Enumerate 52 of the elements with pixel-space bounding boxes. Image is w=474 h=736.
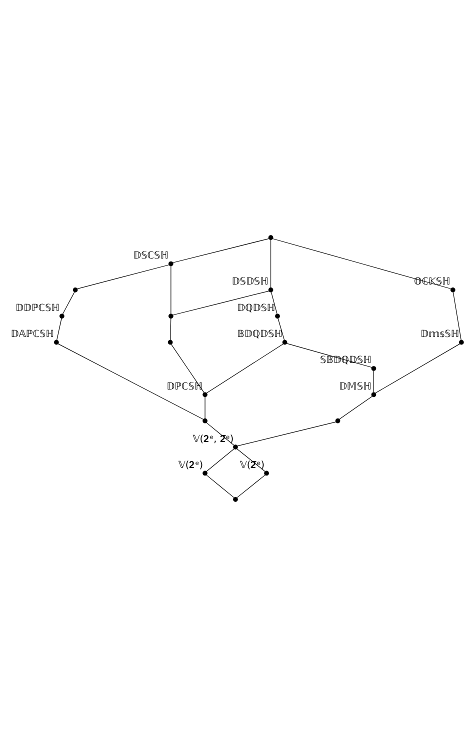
connector: [56, 318, 62, 340]
node-label: 𝔻𝕊𝔻𝕊ℍ: [232, 276, 268, 288]
node-circle: [450, 287, 456, 292]
node-circle: [233, 496, 238, 502]
node-label: 𝔻ℚ𝔻𝕊ℍ: [237, 302, 276, 314]
node-circle: [275, 313, 280, 318]
node-circle: [168, 339, 173, 344]
node-circle: [202, 418, 208, 423]
node-label: 𝔹𝔻ℚ𝔻𝕊ℍ: [237, 328, 282, 340]
node-circle: [335, 418, 340, 423]
node-circle: [264, 470, 269, 476]
node-circle: [371, 366, 376, 370]
connector: [272, 238, 452, 289]
connector: [172, 238, 270, 262]
connector: [452, 291, 462, 340]
node-circle: [282, 339, 288, 344]
node-label: 𝕍(𝟐ᵉ): [178, 459, 204, 470]
connector: [77, 264, 170, 289]
connector: [172, 290, 270, 315]
connector: [206, 474, 234, 498]
connector: [270, 291, 278, 314]
connector: [270, 239, 272, 288]
connector: [236, 474, 266, 498]
node-circle: [268, 287, 274, 292]
node-label: 𝔻𝔻ℙℂ𝕊ℍ: [16, 302, 60, 314]
connector: [170, 265, 172, 314]
node-circle: [458, 339, 464, 344]
connector: [278, 318, 285, 340]
connector: [204, 396, 206, 418]
connector: [58, 343, 204, 420]
node-circle: [371, 392, 376, 397]
node-label: 𝔻𝕄𝕊ℍ: [338, 380, 372, 392]
connector: [206, 448, 234, 472]
connector: [373, 370, 374, 392]
node-circle: [59, 313, 64, 318]
node-circle: [168, 313, 174, 318]
connector: [338, 396, 372, 420]
node-circle: [168, 260, 174, 266]
node-circle: [268, 234, 274, 240]
node-circle: [72, 287, 78, 292]
connector: [62, 291, 75, 314]
node-circle: [233, 444, 238, 449]
connector: [237, 421, 336, 446]
connector: [170, 318, 172, 340]
connector: [374, 343, 460, 393]
node-circle: [202, 470, 208, 476]
connector: [206, 343, 284, 393]
node-circle: [202, 392, 208, 397]
node-circle: [54, 339, 59, 344]
node-label: 𝔻𝕊ℂ𝕊ℍ: [133, 250, 169, 261]
node-label: 𝔻𝕞𝕤𝕊ℍ: [420, 328, 460, 340]
node-label: 𝔻𝔸ℙℂ𝕊ℍ: [10, 328, 54, 340]
